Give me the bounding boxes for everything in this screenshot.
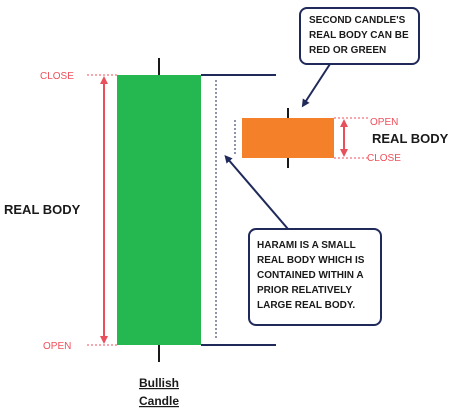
bullish-caption-line2: Candle [139,394,179,408]
bullish-candle-body [117,75,201,345]
open-label: OPEN [43,341,71,352]
top-callout-box [299,7,420,65]
bottom-callout-line3: CONTAINED WITHIN A [257,270,364,281]
bullish-caption-line1: Bullish [139,376,179,390]
large-real-body-label: REAL BODY [4,202,81,217]
harami-candle-body [242,118,334,158]
bottom-callout-line5: LARGE REAL BODY. [257,300,355,311]
small-real-body-label: REAL BODY [372,131,449,146]
bottom-callout-line1: HARAMI IS A SMALL [257,240,356,251]
bottom-callout-box [248,228,382,326]
top-callout-line1: SECOND CANDLE'S [309,15,406,26]
close-label: CLOSE [40,71,74,82]
top-callout-pointer [301,63,331,108]
bottom-callout-line2: REAL BODY WHICH IS [257,255,365,266]
top-callout-line2: REAL BODY CAN BE [309,30,409,41]
small-close-label: CLOSE [367,153,401,164]
small-open-label: OPEN [370,117,398,128]
bottom-callout-line4: PRIOR RELATIVELY [257,285,352,296]
bottom-callout-pointer [224,154,289,230]
top-callout-line3: RED OR GREEN [309,45,386,56]
